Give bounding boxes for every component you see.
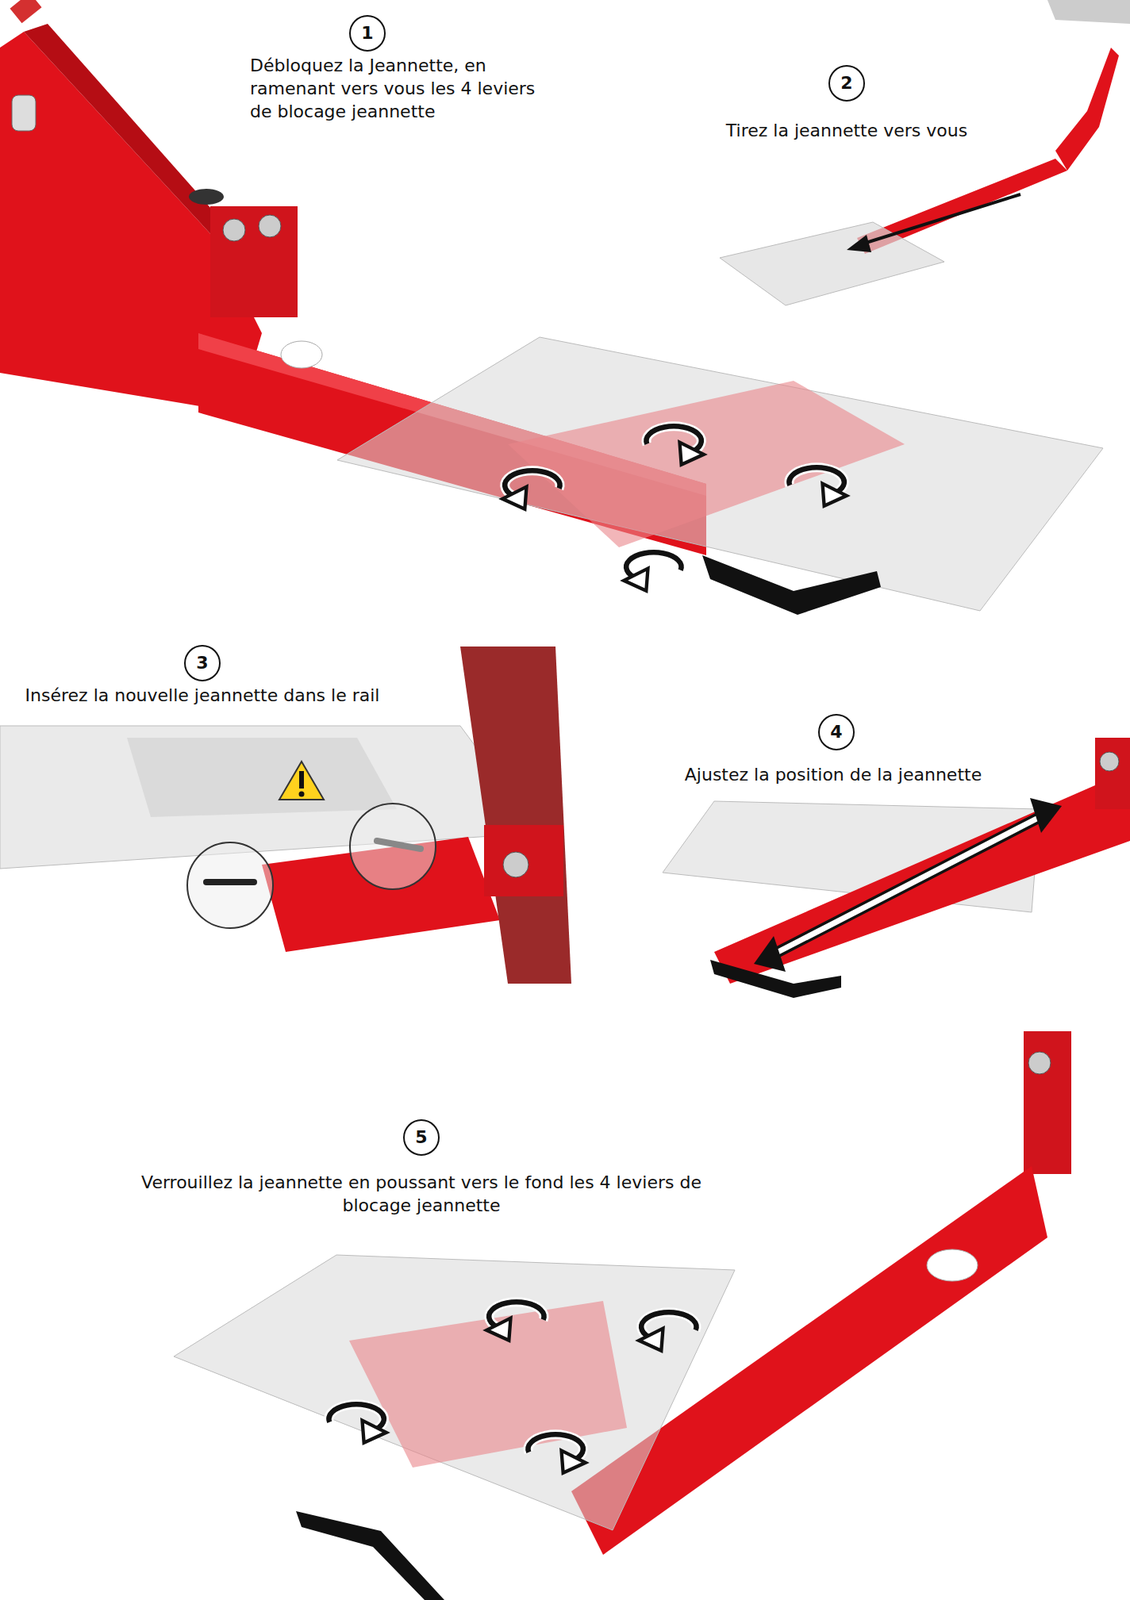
- step-number: 4: [830, 723, 842, 742]
- step-number-circle: 3: [184, 645, 221, 682]
- step-instruction: Verrouillez la jeannette en poussant ver…: [111, 1171, 731, 1218]
- step-instruction: Débloquez la Jeannette, en ramenant vers…: [249, 53, 536, 123]
- step-number: 3: [196, 654, 208, 673]
- step-number: 1: [361, 24, 373, 43]
- step-instruction: Ajustez la position de la jeannette: [626, 763, 1040, 787]
- step-number-circle: 2: [828, 65, 865, 102]
- step-number-circle: 4: [818, 714, 855, 751]
- step-number-circle: 1: [349, 15, 386, 52]
- step-number: 5: [415, 1129, 427, 1147]
- step-number-circle: 5: [403, 1119, 440, 1157]
- step-number: 2: [840, 74, 853, 93]
- step-instruction: Tirez la jeannette vers vous: [723, 119, 970, 143]
- step-instruction: Insérez la nouvelle jeannette dans le ra…: [3, 684, 401, 708]
